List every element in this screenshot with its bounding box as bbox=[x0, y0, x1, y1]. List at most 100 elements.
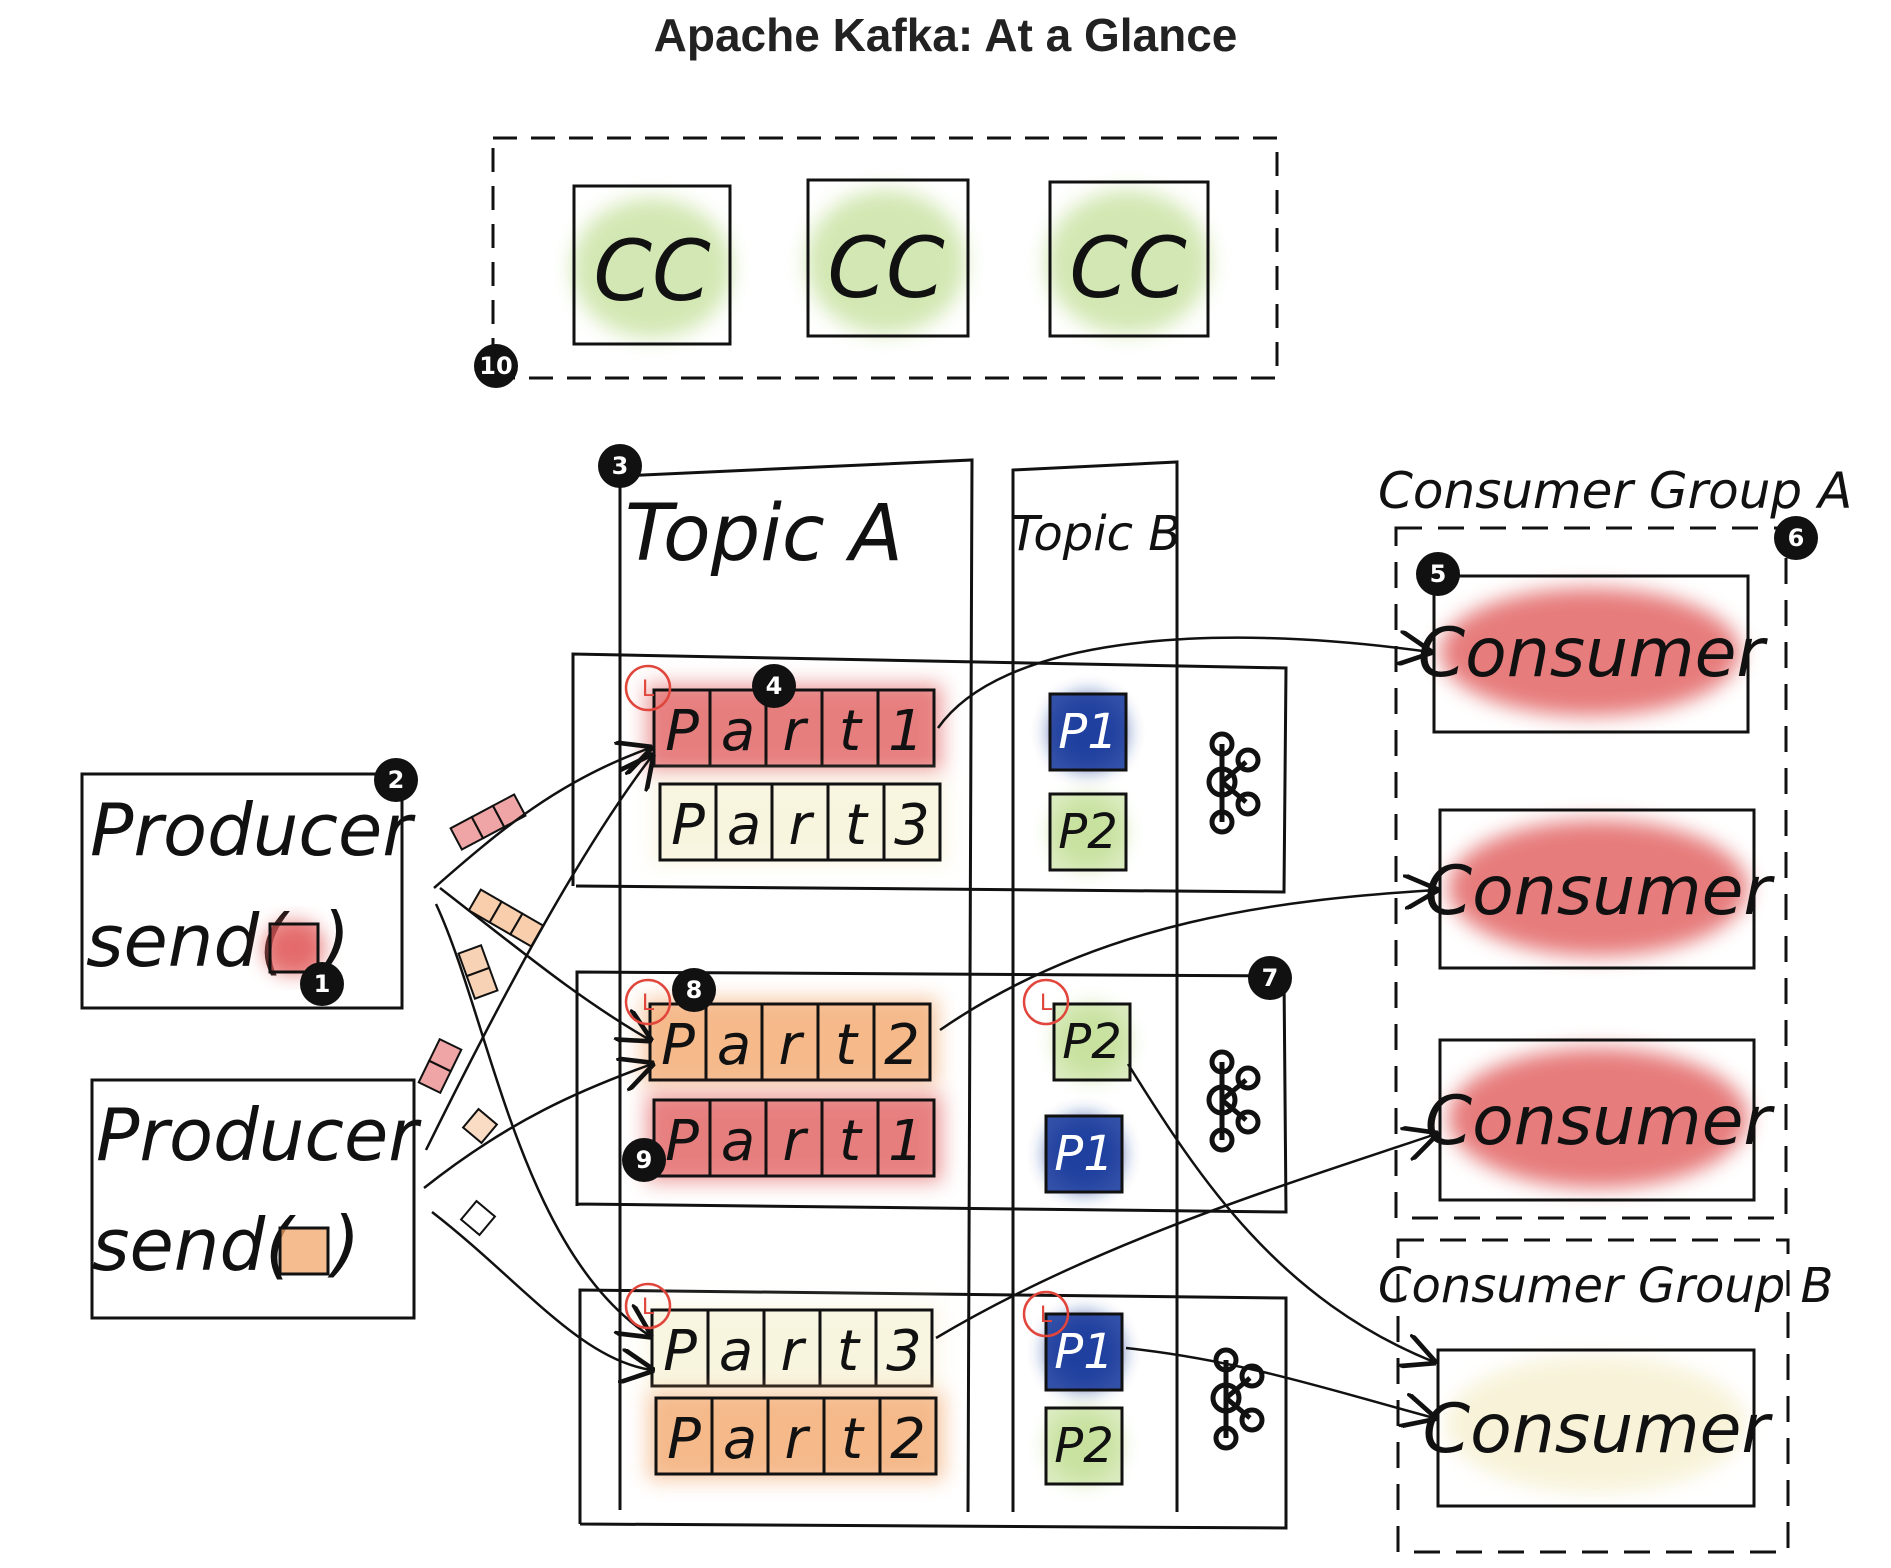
partition-cell bbox=[876, 688, 936, 768]
consumer-label: Consumer bbox=[1423, 1390, 1774, 1469]
step-badge-number: 10 bbox=[479, 352, 512, 380]
partition-cell bbox=[874, 1308, 934, 1388]
partition-char: a bbox=[727, 793, 761, 858]
step-badge-number: 9 bbox=[636, 1146, 653, 1174]
partition-char: a bbox=[721, 1109, 755, 1174]
send-close-paren: ) bbox=[327, 1201, 360, 1285]
leader-marker-layer: L L L L L bbox=[624, 664, 1070, 1338]
topic-b-column: Topic B bbox=[1010, 460, 1181, 1512]
consumer-a2: Consumer bbox=[1425, 808, 1775, 970]
consumer-a3: Consumer bbox=[1425, 1038, 1775, 1202]
partition-char: t bbox=[845, 793, 869, 858]
partition-glow bbox=[646, 1094, 942, 1182]
kafka-logo-node bbox=[1239, 1407, 1265, 1433]
arrow-p1-broker2-part2 bbox=[439, 887, 650, 1040]
step-badge-number: 3 bbox=[612, 452, 629, 480]
step-badge-circle bbox=[374, 758, 418, 802]
kafka-logo-node bbox=[1213, 1425, 1239, 1451]
kafka-logo-node bbox=[1209, 731, 1235, 757]
step-badge-number: 4 bbox=[766, 672, 783, 700]
consumer-group-b-label: Consumer Group B bbox=[1378, 1258, 1833, 1314]
leader-marker-circle bbox=[624, 664, 672, 712]
producer-1: Producer send( ) bbox=[80, 772, 416, 1010]
arrow-part2-consumer-a2 bbox=[939, 890, 1436, 1032]
step-badge: 4 bbox=[752, 664, 796, 708]
message-batch-orange bbox=[467, 888, 545, 948]
kafka-logo-node bbox=[1206, 766, 1238, 798]
kafka-logo-node bbox=[1206, 1084, 1238, 1116]
partition-char: 1 bbox=[888, 699, 924, 764]
step-badge: 8 bbox=[672, 968, 716, 1012]
partition-cell bbox=[658, 782, 718, 862]
topic-b-partition: P1 bbox=[1048, 692, 1128, 772]
leader-marker-circle bbox=[624, 978, 672, 1026]
partition-char: P bbox=[665, 699, 699, 764]
partition-glow bbox=[644, 1304, 940, 1392]
leader-marker: L bbox=[1022, 1290, 1070, 1338]
arrow-p2-broker1-part1 bbox=[424, 756, 652, 1151]
leader-marker: L bbox=[624, 978, 672, 1026]
step-badge-number: 5 bbox=[1430, 560, 1447, 588]
consumer-a1: Consumer bbox=[1418, 574, 1768, 734]
partition-cell bbox=[708, 688, 768, 768]
partition-glow bbox=[642, 998, 938, 1086]
kafka-logo-icon bbox=[1206, 731, 1261, 835]
produce-arrows bbox=[423, 748, 652, 1370]
partition-cell bbox=[816, 1002, 876, 1082]
partition-char: a bbox=[719, 1319, 753, 1384]
arrow-p2-broker3-part3 bbox=[431, 1211, 652, 1370]
leader-marker-letter: L bbox=[1040, 991, 1053, 1016]
partition-char: t bbox=[841, 1407, 865, 1472]
topic-b-partition-box bbox=[1044, 1406, 1124, 1486]
controller-node-2: CC bbox=[806, 178, 970, 338]
partition-cell bbox=[882, 782, 942, 862]
topic-b-partition-label: P1 bbox=[1054, 1324, 1113, 1380]
partition-char: r bbox=[784, 1407, 810, 1472]
topic-b-partition-box bbox=[1048, 792, 1128, 872]
topic-b-partition: P2 bbox=[1052, 1002, 1132, 1082]
step-badge-circle bbox=[622, 1138, 666, 1182]
leader-marker-letter: L bbox=[642, 1295, 655, 1320]
arrow-topicb-p2-consumer-b1 bbox=[1126, 1063, 1434, 1362]
producer-label: Producer bbox=[96, 1093, 422, 1177]
step-badge: 2 bbox=[374, 758, 418, 802]
kafka-logo-icon bbox=[1206, 1049, 1261, 1153]
kafka-logo-node bbox=[1235, 1109, 1261, 1135]
topic-a-label: Topic A bbox=[625, 489, 903, 579]
partition-char: 2 bbox=[890, 1407, 926, 1472]
step-badge-number: 7 bbox=[1262, 964, 1279, 992]
partition-char: P bbox=[665, 1109, 699, 1174]
partition-char: P bbox=[667, 1407, 701, 1472]
kafka-logo-node bbox=[1209, 809, 1235, 835]
step-badge-number: 2 bbox=[388, 766, 405, 794]
partition-cell bbox=[822, 1396, 882, 1476]
partition-char: r bbox=[778, 1013, 804, 1078]
partition-cell bbox=[876, 1098, 936, 1178]
kafka-logo-node bbox=[1235, 1065, 1261, 1091]
leader-marker: L bbox=[1022, 978, 1070, 1026]
controller-cluster-border bbox=[491, 136, 1279, 380]
step-badge-circle bbox=[1774, 516, 1818, 560]
topic-b-partition-label: P2 bbox=[1058, 804, 1117, 860]
partition-char: 3 bbox=[894, 793, 930, 858]
consume-arrows bbox=[935, 638, 1436, 1418]
partition-cell bbox=[654, 1396, 714, 1476]
partition-char: r bbox=[782, 1109, 808, 1174]
leader-marker: L bbox=[624, 664, 672, 712]
topic-b-partition-box bbox=[1044, 1114, 1124, 1194]
kafka-logo-node bbox=[1209, 1049, 1235, 1075]
message-single-blank bbox=[459, 1199, 497, 1237]
leader-marker-letter: L bbox=[1040, 1303, 1053, 1328]
topic-b-partition-label: P1 bbox=[1058, 704, 1117, 760]
partition-char: t bbox=[835, 1013, 859, 1078]
leader-marker-circle bbox=[624, 1282, 672, 1330]
leader-marker-letter: L bbox=[642, 677, 655, 702]
arrow-p1-broker1-part1 bbox=[433, 748, 650, 889]
orange-message-icon bbox=[278, 1226, 330, 1276]
step-badge: 5 bbox=[1416, 552, 1460, 596]
partition-cell bbox=[706, 1308, 766, 1388]
